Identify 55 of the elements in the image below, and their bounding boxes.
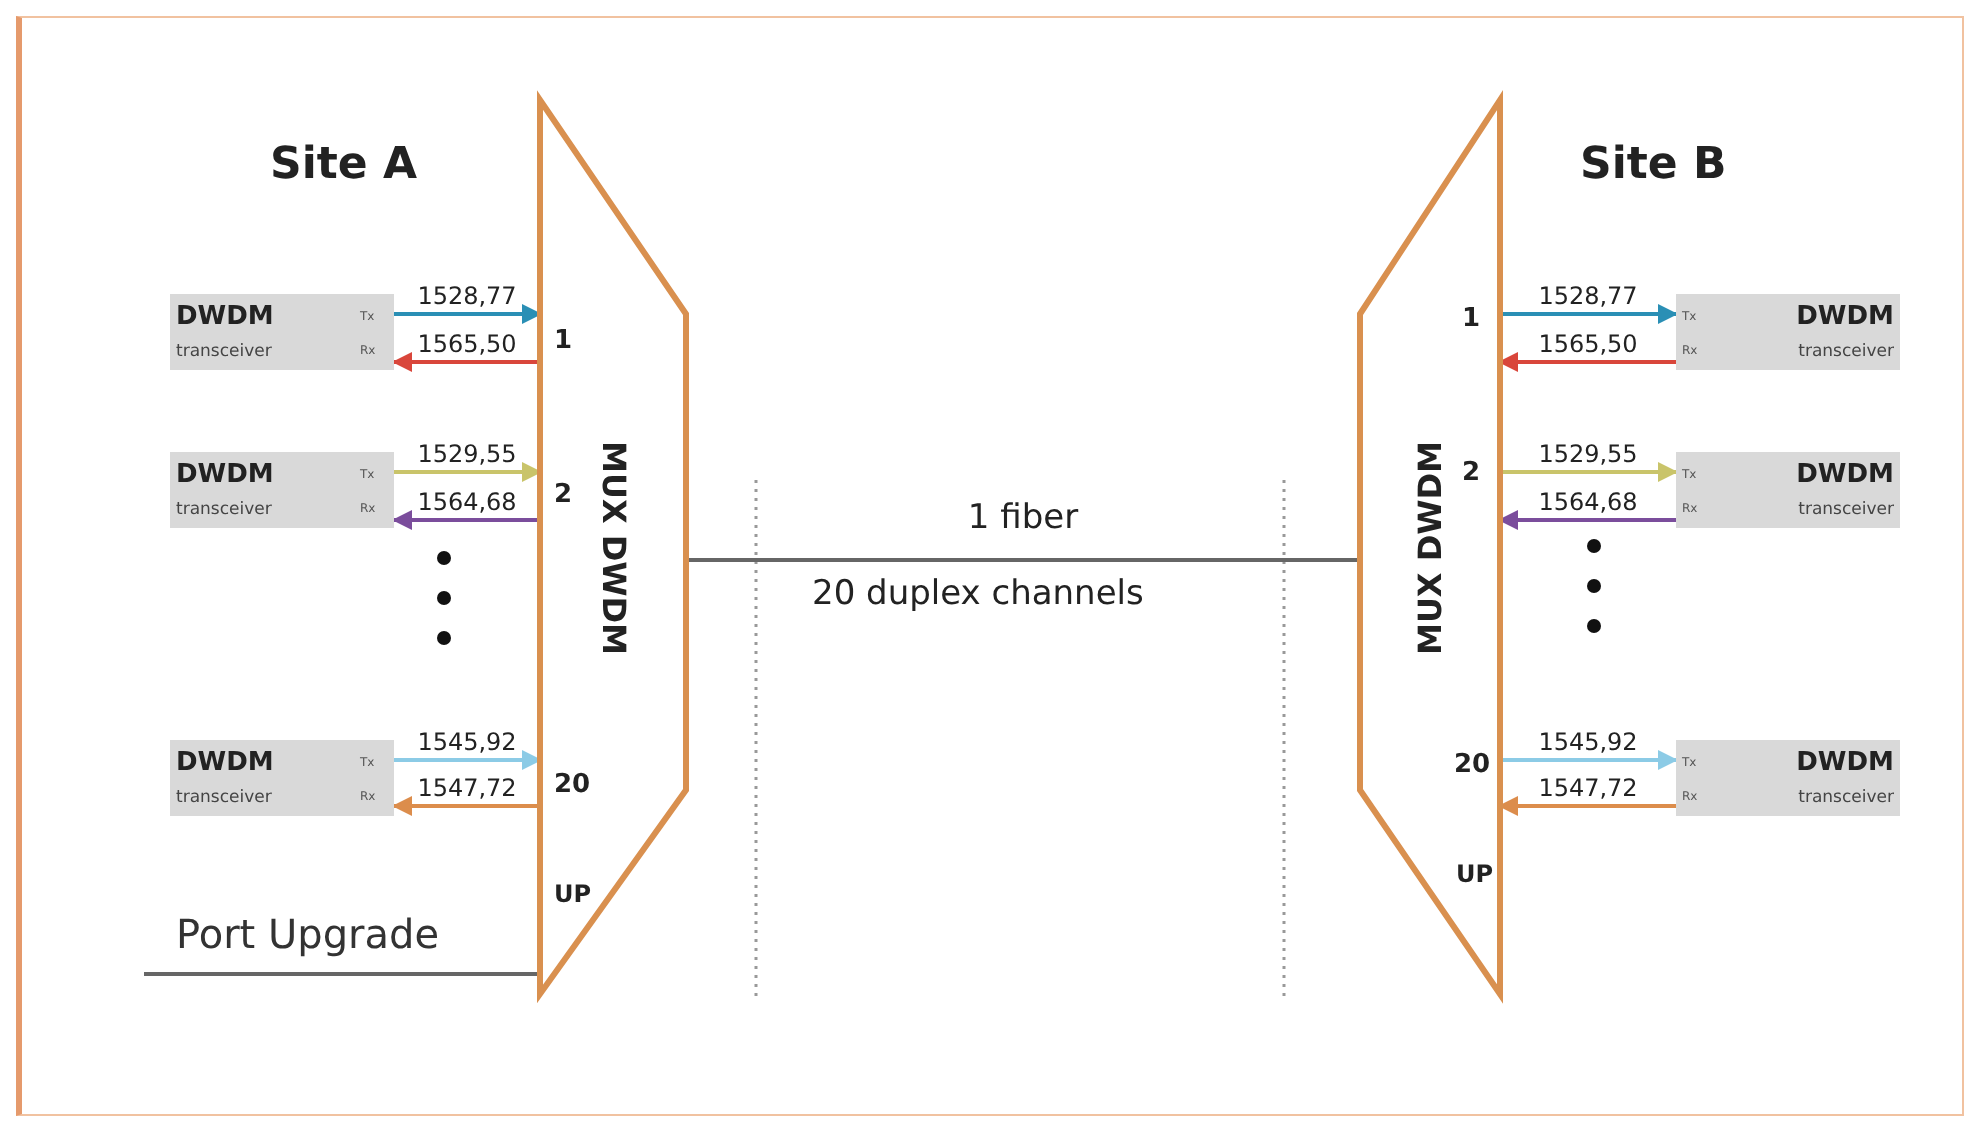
transceiver-box [170,740,394,816]
transceiver-subtitle: transceiver [176,787,274,808]
transceiver-box [1676,740,1900,816]
channel-note: 20 duplex channels [812,574,1144,614]
port-number: 2 [554,480,573,510]
arrow [1500,750,1678,770]
transceiver-subtitle: transceiver [1796,341,1894,362]
edge-label: 1528,77 [415,284,519,311]
multiplexer-label: MUX DWDM [594,440,632,654]
arrow [394,462,542,482]
arrow [394,304,542,324]
port-label: Port Upgrade [176,910,440,958]
transceiver-subtitle: transceiver [176,499,274,520]
site-heading: Site A [270,140,418,190]
transceiver-title: DWDM [176,460,276,491]
port-number: 1 [1462,304,1481,334]
connector-line [686,558,1360,562]
transceiver-box [170,294,394,370]
arrow [1500,462,1678,482]
transceiver-subtitle: transceiver [176,341,274,362]
edge-label: 1547,72 [415,776,519,803]
transceiver-title: DWDM [176,302,276,333]
arrow [392,796,540,816]
edge-label: 1528,77 [1536,284,1640,311]
transceiver-title: DWDM [176,748,276,779]
transceiver-box [1676,452,1900,528]
transceiver-title: DWDM [1794,302,1894,333]
edge-label: 1564,68 [415,490,519,517]
edge-label: 1547,72 [1536,776,1640,803]
edge-label: 1565,50 [415,332,519,359]
transceiver-title: DWDM [1794,748,1894,779]
edge-label: 1545,92 [1536,730,1640,757]
transceiver-title: DWDM [1794,460,1894,491]
port-number: 2 [1462,458,1481,488]
edge-label: 1565,50 [1536,332,1640,359]
edge-label: 1564,68 [1536,490,1640,517]
arrow [1500,304,1678,324]
port-number: 1 [554,326,573,356]
port-number: 20 [1454,750,1491,780]
arrow [392,352,540,372]
transceiver-subtitle: transceiver [1796,499,1894,520]
edge-label: 1545,92 [415,730,519,757]
multiplexer-label: MUX DWDM [1411,440,1449,654]
port-number: UP [554,880,592,908]
arrow [392,510,540,530]
transceiver-box [170,452,394,528]
edge-label: 1529,55 [415,442,519,469]
arrow [394,750,542,770]
connector-line [144,972,540,976]
edge-label: 1529,55 [1536,442,1640,469]
port-number: UP [1456,860,1494,888]
port-number: 20 [554,770,591,800]
transceiver-box [1676,294,1900,370]
transceiver-subtitle: transceiver [1796,787,1894,808]
site-heading: Site B [1580,140,1727,190]
